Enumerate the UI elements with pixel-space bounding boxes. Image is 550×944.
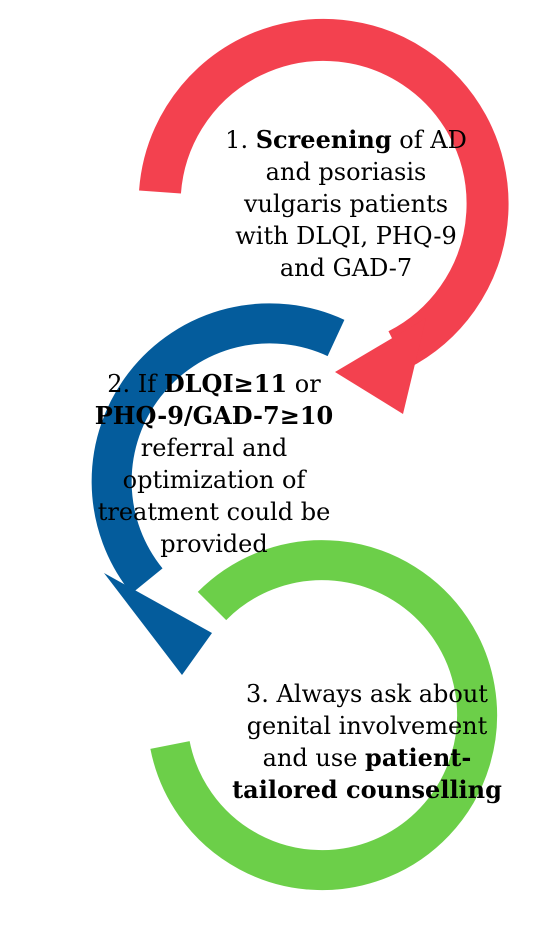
step1-number: 1. — [225, 126, 256, 154]
step2-line-4: optimization of — [122, 466, 306, 494]
step1-keyword: Screening — [255, 125, 392, 154]
step1-line-1-rest: of AD — [391, 126, 467, 154]
step3-text: 3. Always ask about genital involvement … — [232, 678, 502, 806]
step2-text: 2. If DLQI≥11 or PHQ-9/GAD-7≥10 referral… — [80, 368, 348, 560]
step1-line-5: and GAD-7 — [279, 254, 413, 282]
step3-green-arrow — [150, 540, 498, 891]
step2-line-1: 2. If DLQI≥11 or — [80, 368, 348, 400]
step3-line-2: genital involvement — [246, 712, 488, 740]
step1-text: 1. Screening of AD and psoriasis vulgari… — [212, 124, 480, 284]
step2-line-2: PHQ-9/GAD-7≥10 — [80, 400, 348, 432]
step2-dlqi-threshold: DLQI≥11 — [163, 369, 288, 398]
step3-keyword-part2: tailored counselling — [232, 775, 502, 804]
step2-blue-arrowhead — [104, 573, 212, 675]
step2-line-1-rest: or — [287, 370, 321, 398]
step2-line-5: treatment could be — [97, 498, 331, 526]
step2-number: 2. If — [107, 370, 164, 398]
step1-red-arrow — [139, 18, 509, 369]
step1-line-4: with DLQI, PHQ-9 — [235, 222, 457, 250]
step2-blue-arrow — [91, 303, 345, 594]
step1-red-arrowhead — [335, 318, 426, 414]
step3-line-3: and use patient- — [232, 742, 502, 774]
step2-line-6: provided — [160, 530, 268, 558]
step3-keyword-part1: patient- — [365, 743, 472, 772]
step1-line-1: 1. Screening of AD — [212, 124, 480, 156]
step2-line-3: referral and — [140, 434, 288, 462]
step1-line-3: vulgaris patients — [243, 190, 449, 218]
step3-line-1: 3. Always ask about — [246, 680, 488, 708]
step3-line-4: tailored counselling — [232, 774, 502, 806]
step2-phq-gad-threshold: PHQ-9/GAD-7≥10 — [94, 401, 334, 430]
step1-line-2: and psoriasis — [265, 158, 427, 186]
step3-line-3-start: and use — [262, 744, 366, 772]
